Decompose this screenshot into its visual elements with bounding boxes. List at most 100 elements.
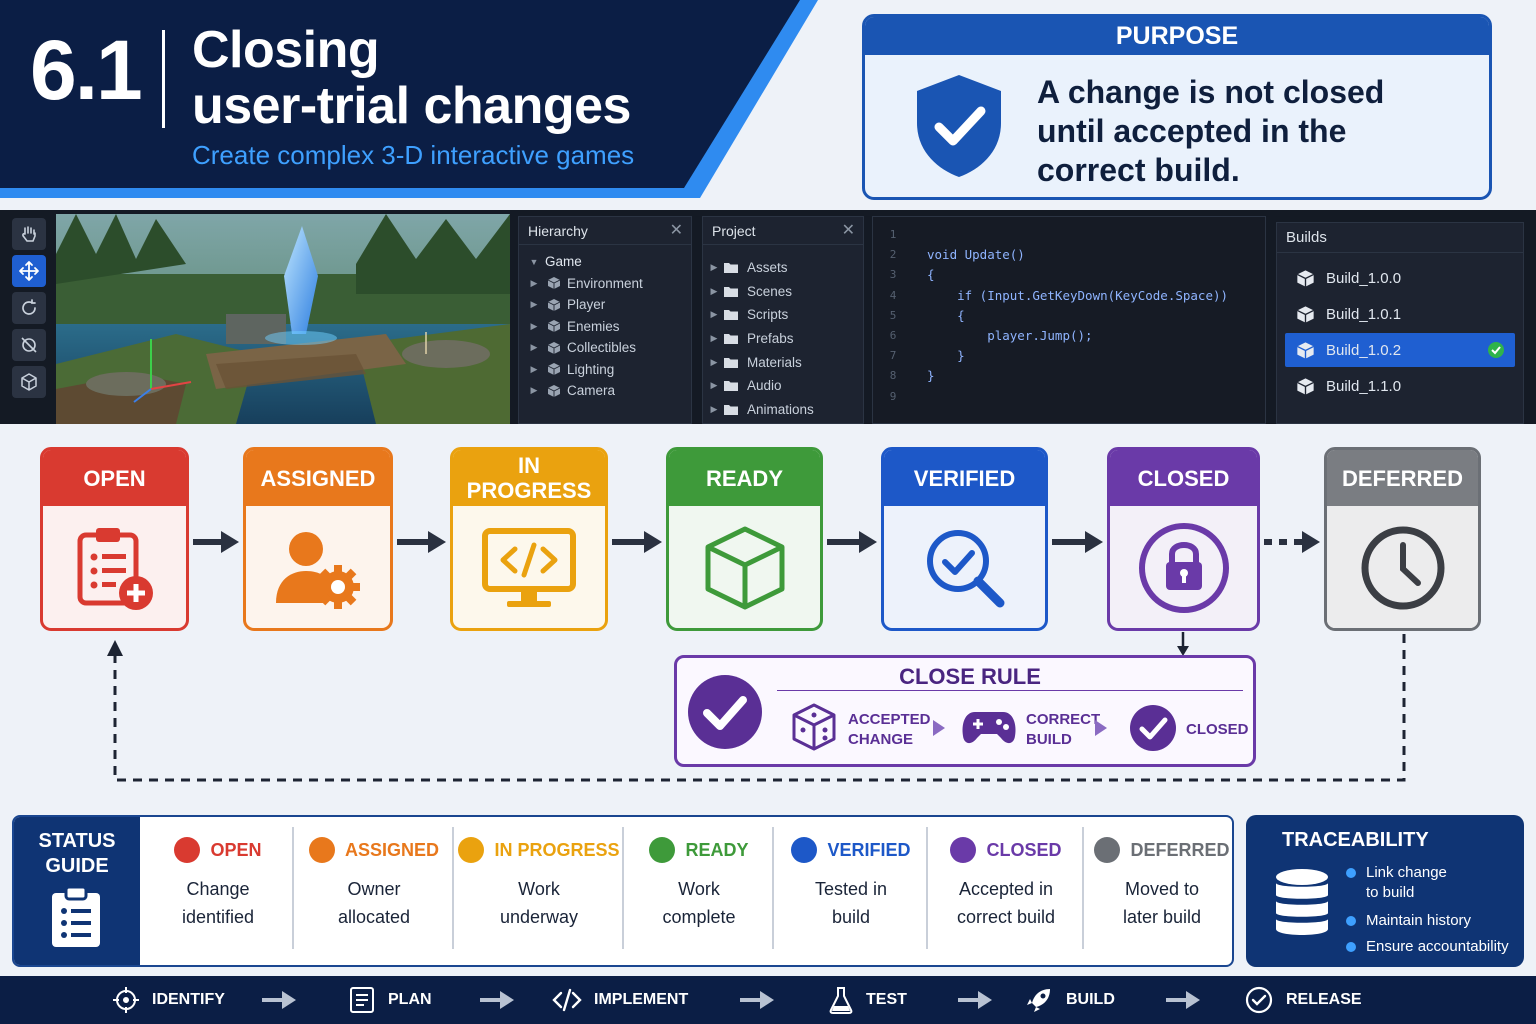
build-item[interactable]: Build_1.0.1 <box>1285 297 1515 331</box>
search-check-icon <box>884 506 1045 628</box>
project-folder[interactable]: ▶Prefabs <box>703 327 863 351</box>
hierarchy-root[interactable]: ▼ Game <box>519 251 691 273</box>
flask-icon <box>829 987 853 1014</box>
build-item[interactable]: Build_1.0.0 <box>1285 261 1515 295</box>
transform-tool-button[interactable] <box>12 366 46 398</box>
package-cube-icon <box>1297 269 1314 287</box>
scale-tool-button[interactable] <box>12 329 46 361</box>
hierarchy-panel: Hierarchy ✕ ▼ Game ▶Environment▶Player▶E… <box>518 216 692 424</box>
project-folder[interactable]: ▶Materials <box>703 350 863 374</box>
build-item[interactable]: Build_1.0.2 <box>1285 333 1515 367</box>
build-label: Build_1.0.1 <box>1326 305 1402 323</box>
project-folder-label: Assets <box>747 260 788 276</box>
project-folder[interactable]: ▶Scenes <box>703 280 863 304</box>
package-cube-icon <box>1297 377 1314 395</box>
stage-in-progress: IN PROGRESS <box>450 447 608 631</box>
hierarchy-item-label: Lighting <box>567 361 615 377</box>
close-rule-divider <box>777 690 1243 691</box>
hierarchy-close-icon[interactable]: ✕ <box>669 222 683 239</box>
hand-tool-button[interactable] <box>12 218 46 250</box>
user-gear-icon <box>246 506 390 628</box>
hierarchy-item-label: Player <box>567 297 606 313</box>
hierarchy-item[interactable]: ▶Lighting <box>519 359 691 381</box>
step-label: RELEASE <box>1286 991 1362 1008</box>
purpose-box: PURPOSE A change is not closed until acc… <box>862 14 1492 200</box>
caret-right-icon: ▶ <box>530 277 538 288</box>
caret-right-icon: ▶ <box>530 342 538 353</box>
close-rule-box: CLOSE RULE ACCEPTED CHANGE CORRECT BUILD… <box>674 655 1256 767</box>
arrow-right-icon <box>1166 991 1200 1009</box>
purpose-text: A change is not closed until accepted in… <box>1037 74 1385 188</box>
status-description: Tested in build <box>814 879 888 927</box>
caret-down-icon: ▼ <box>529 256 539 267</box>
project-folder[interactable]: ▶ Assets <box>703 256 863 280</box>
status-separator <box>772 827 774 949</box>
hierarchy-item[interactable]: ▶Player <box>519 294 691 316</box>
arrow-right-icon <box>740 991 774 1009</box>
build-label: Build_1.0.2 <box>1326 341 1402 359</box>
hierarchy-item[interactable]: ▶ Environment <box>519 273 691 295</box>
project-folder[interactable]: ▶Animations <box>703 398 863 422</box>
rotate-tool-button[interactable] <box>12 292 46 324</box>
status-dot <box>1094 837 1121 863</box>
move-tool-button[interactable] <box>12 255 46 287</box>
project-folder-label: Audio <box>747 378 782 394</box>
traceability-item: Ensure accountability <box>1366 938 1509 955</box>
hierarchy-item[interactable]: ▶Collectibles <box>519 337 691 359</box>
status-name: IN PROGRESS <box>494 839 620 860</box>
code-line: 8} <box>873 366 1265 386</box>
build-label: Build_1.1.0 <box>1326 377 1402 395</box>
check-circle-outline-icon <box>1245 986 1273 1014</box>
hierarchy-item[interactable]: ▶Camera <box>519 380 691 402</box>
project-folder-label: Animations <box>747 401 814 417</box>
crosshair-icon <box>113 987 139 1013</box>
section-number: 6.1 <box>30 23 143 117</box>
rocket-icon <box>1027 989 1050 1012</box>
page-subtitle: Create complex 3-D interactive games <box>192 140 635 170</box>
cube-outline-icon <box>21 373 37 391</box>
project-folder[interactable]: ▶Audio <box>703 374 863 398</box>
title-divider <box>162 30 165 128</box>
package-cube-icon <box>1297 305 1314 323</box>
rule-closed-label: CLOSED <box>1186 721 1249 738</box>
list-doc-icon <box>350 987 374 1013</box>
code-icon <box>552 988 582 1012</box>
object-cube-icon <box>547 363 561 376</box>
hierarchy-items: ▶Environment▶Player▶Enemies▶Collectibles… <box>519 273 691 402</box>
project-folder[interactable]: ▶Scripts <box>703 303 863 327</box>
caret-right-icon: ▶ <box>710 262 718 273</box>
lock-icon <box>1110 506 1257 628</box>
code-text: { <box>927 267 935 283</box>
scene-toolbar <box>12 218 50 402</box>
multiline-text: ACCEPTED CHANGE <box>848 711 931 748</box>
flow-arrow-icon <box>612 531 662 553</box>
traceability-title: TRACEABILITY <box>1282 829 1429 851</box>
hierarchy-item[interactable]: ▶Enemies <box>519 316 691 338</box>
flow-arrow-icon <box>397 531 446 553</box>
caret-right-icon: ▶ <box>710 333 718 344</box>
closed-check-icon <box>1130 705 1176 751</box>
multiline-text: STATUS GUIDE <box>38 830 116 877</box>
stage-label: ASSIGNED <box>246 450 390 506</box>
folder-icon <box>724 334 738 345</box>
line-number: 2 <box>889 248 897 262</box>
multiline-text: CORRECT BUILD <box>1026 711 1101 748</box>
caret-right-icon: ▶ <box>710 309 718 320</box>
status-name: OPEN <box>210 839 262 860</box>
project-close-icon[interactable]: ✕ <box>841 222 855 239</box>
code-text: { <box>927 307 965 323</box>
object-cube-icon <box>547 384 561 397</box>
step-release: RELEASE <box>1244 976 1362 1024</box>
database-icon <box>1276 869 1328 935</box>
cube-icon <box>669 506 820 628</box>
dice-cube-icon <box>792 703 836 751</box>
hierarchy-item-label: Environment <box>567 275 643 291</box>
scene-viewport[interactable] <box>56 214 510 424</box>
build-item[interactable]: Build_1.1.0 <box>1285 369 1515 403</box>
